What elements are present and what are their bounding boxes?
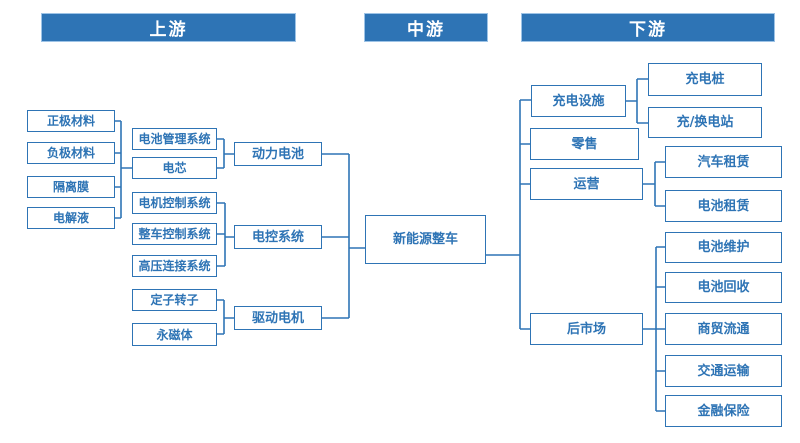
node-electronic-control-system: 电控系统 xyxy=(234,225,322,249)
node-battery-recycling: 电池回收 xyxy=(665,272,782,303)
node-retail: 零售 xyxy=(530,128,639,160)
node-anode-material: 负极材料 xyxy=(27,142,115,164)
node-motor-control-system: 电机控制系统 xyxy=(132,192,217,214)
connector-charging-group xyxy=(626,78,648,124)
node-vehicle-control-system: 整车控制系统 xyxy=(132,223,217,245)
node-aftermarket: 后市场 xyxy=(530,313,643,345)
header-upstream: 上游 xyxy=(41,13,296,42)
node-operation: 运营 xyxy=(530,168,643,200)
header-downstream: 下游 xyxy=(521,13,775,42)
node-charging-pile: 充电桩 xyxy=(648,63,762,96)
node-power-battery: 动力电池 xyxy=(234,142,322,166)
node-permanent-magnet: 永磁体 xyxy=(132,323,217,346)
node-stator-rotor: 定子转子 xyxy=(132,289,217,311)
connector-aftermarket-group xyxy=(643,246,665,412)
connector-trunk-left xyxy=(322,153,365,319)
node-hv-connection-system: 高压连接系统 xyxy=(132,255,217,277)
node-separator-membrane: 隔离膜 xyxy=(27,176,115,198)
node-commerce-circulation: 商贸流通 xyxy=(665,313,782,345)
node-battery-rental: 电池租赁 xyxy=(665,190,782,222)
connector-materials-to-cell xyxy=(115,120,132,219)
node-electrolyte: 电解液 xyxy=(27,207,115,229)
node-car-rental: 汽车租赁 xyxy=(665,146,782,178)
connector-trunk-right xyxy=(486,99,531,330)
connector-control-group xyxy=(217,202,234,267)
connector-battery-group xyxy=(217,138,234,169)
node-transportation: 交通运输 xyxy=(665,355,782,387)
node-new-energy-vehicle: 新能源整车 xyxy=(365,215,486,264)
connector-operation-group xyxy=(643,161,665,207)
node-charge-swap-station: 充/换电站 xyxy=(648,107,762,138)
node-drive-motor: 驱动电机 xyxy=(234,306,322,330)
node-battery-cell: 电芯 xyxy=(132,157,217,179)
node-battery-management-system: 电池管理系统 xyxy=(132,128,217,150)
node-battery-maintenance: 电池维护 xyxy=(665,232,782,263)
node-cathode-material: 正极材料 xyxy=(27,110,115,132)
node-finance-insurance: 金融保险 xyxy=(665,395,782,427)
connector-motor-group xyxy=(217,299,234,335)
header-midstream: 中游 xyxy=(364,13,488,42)
node-charging-facilities: 充电设施 xyxy=(531,85,626,117)
